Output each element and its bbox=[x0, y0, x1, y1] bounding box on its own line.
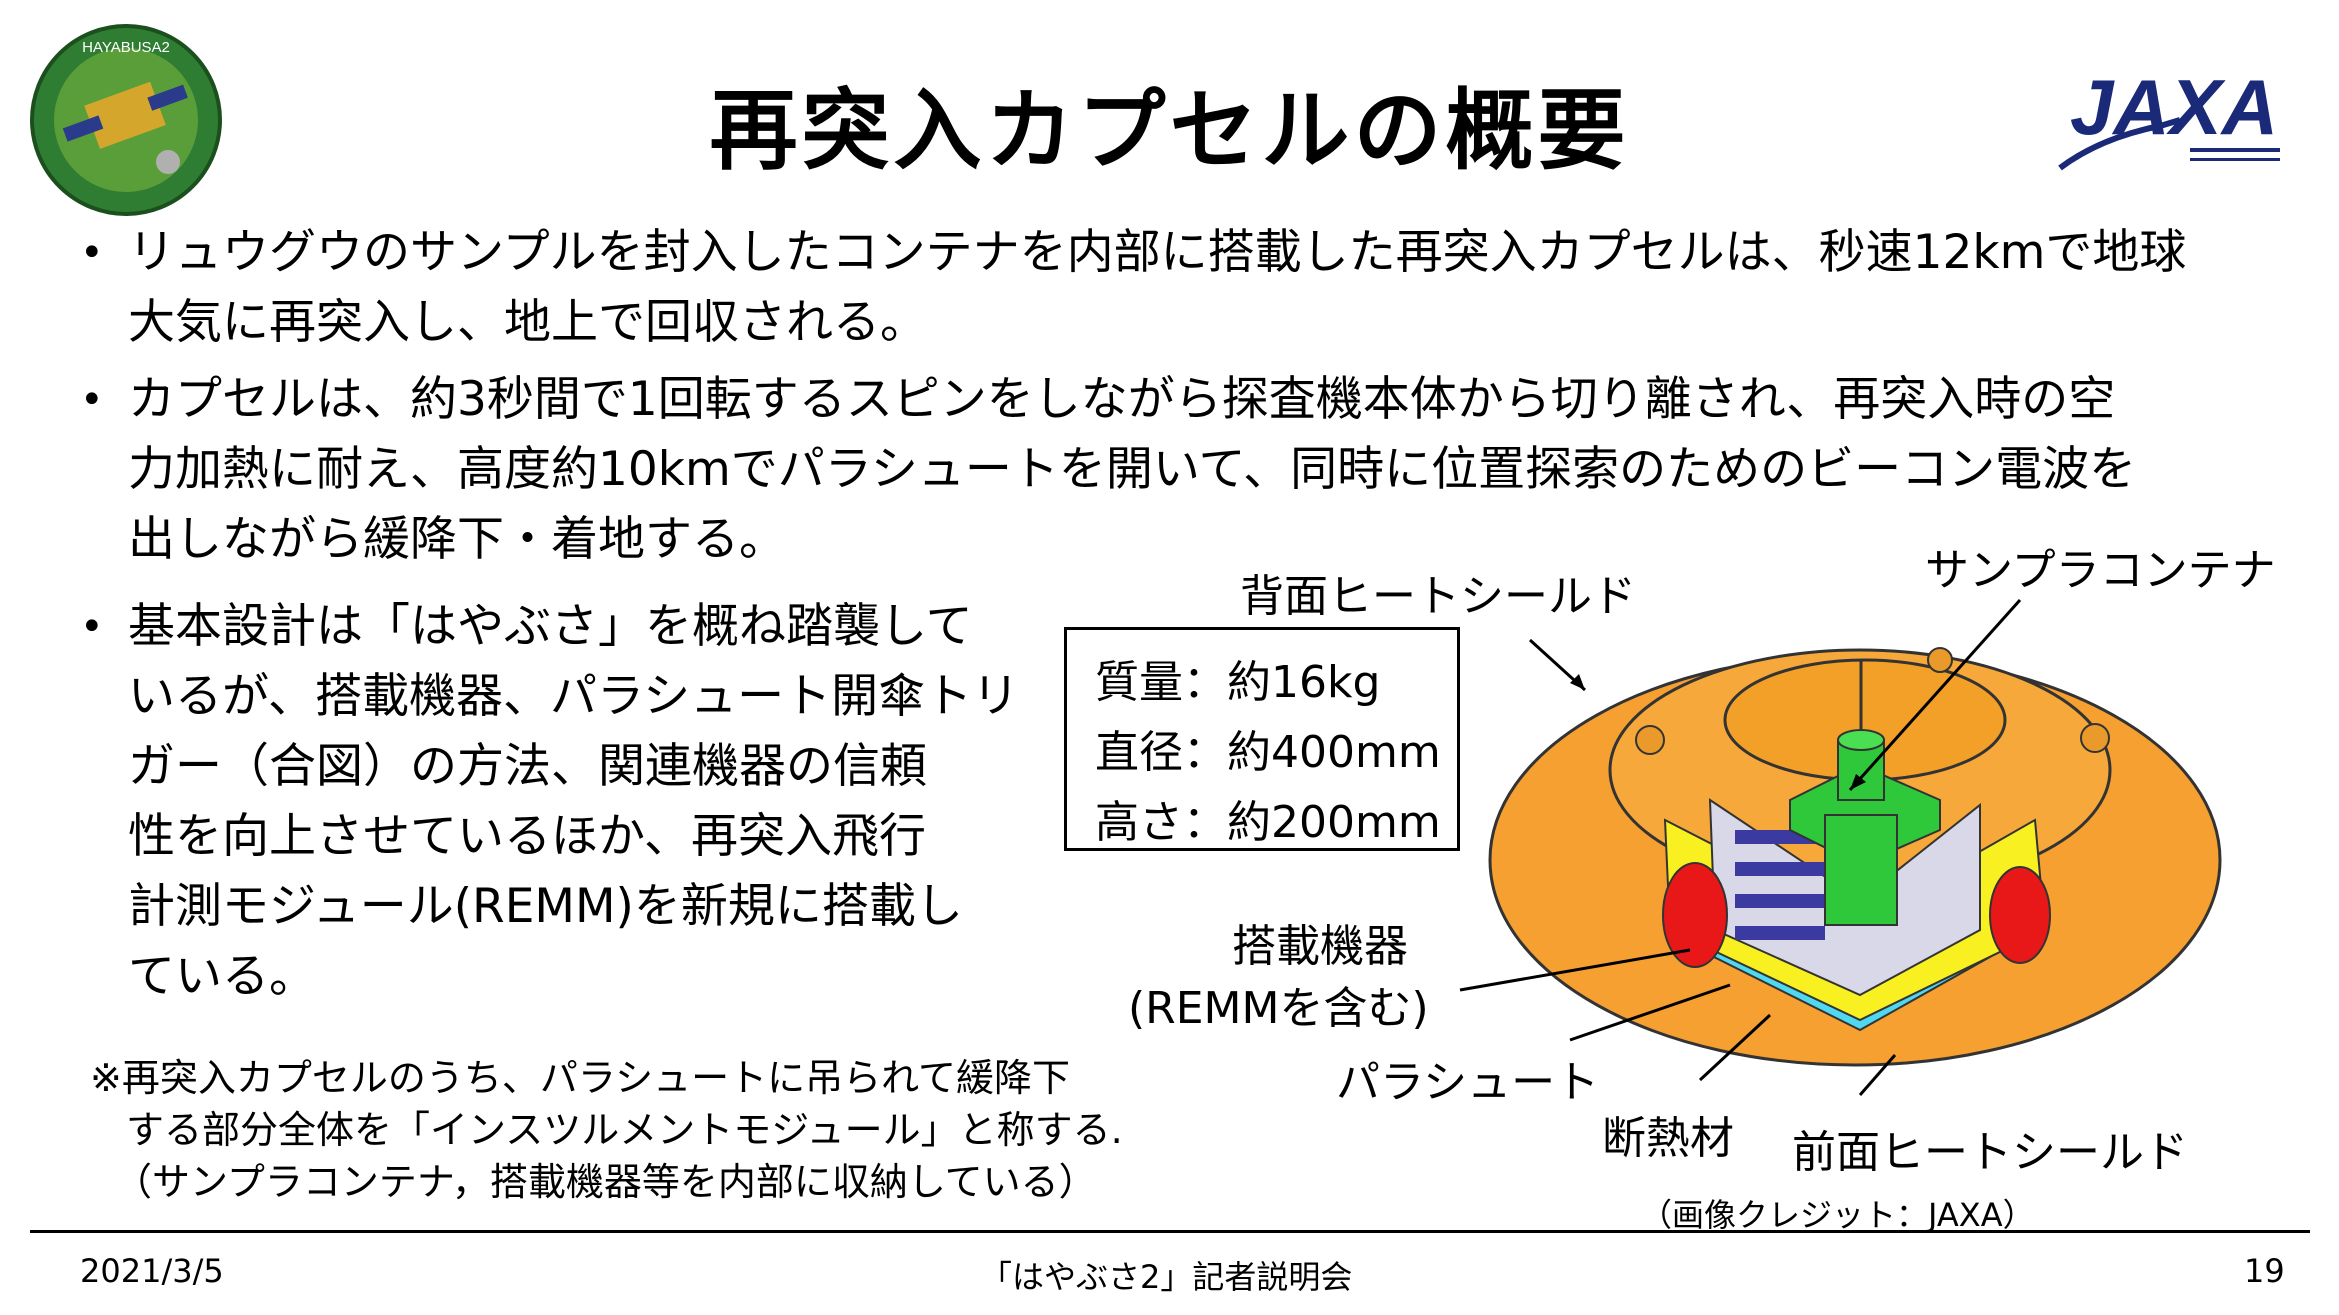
bullet-2: • カプセルは、約3秒間で1回転するスピンをしながら探査機本体から切り離され、再… bbox=[80, 365, 2137, 575]
footer-page-number: 19 bbox=[2244, 1252, 2285, 1290]
label-onboard-equipment-sub: (REMMを含む) bbox=[1128, 983, 1429, 1034]
image-credit: （画像クレジット：JAXA） bbox=[1640, 1196, 2035, 1234]
bullet-3-line: ている。 bbox=[128, 949, 316, 1004]
bullet-dot: • bbox=[80, 604, 104, 650]
bullet-3-line: ガー（合図）の方法、関連機器の信頼 bbox=[128, 739, 927, 794]
capsule-cutaway-diagram bbox=[1460, 600, 2240, 1120]
bullet-2-line: 力加熱に耐え、高度約10kmでパラシュートを開いて、同時に位置探索のためのビーコ… bbox=[128, 442, 2137, 497]
bullet-2-line: カプセルは、約3秒間で1回転するスピンをしながら探査機本体から切り離され、再突入… bbox=[128, 372, 2116, 427]
footnote-line: する部分全体を「インスツルメントモジュール」と称する. bbox=[126, 1108, 1123, 1152]
label-back-heat-shield: 背面ヒートシールド bbox=[1240, 571, 1636, 622]
bullet-1-line: 大気に再突入し、地上で回収される。 bbox=[128, 295, 927, 350]
svg-text:JAXA: JAXA bbox=[2070, 63, 2278, 151]
label-onboard-equipment: 搭載機器 bbox=[1232, 921, 1408, 972]
bullet-3-line: 計測モジュール(REMM)を新規に搭載し bbox=[128, 879, 963, 934]
spec-box: 質量：約16kg 直径：約400mm 高さ：約200mm bbox=[1064, 627, 1460, 851]
bullet-dot: • bbox=[80, 230, 104, 276]
bullet-1-line: リュウグウのサンプルを封入したコンテナを内部に搭載した再突入カプセルは、秒速12… bbox=[128, 225, 2187, 280]
bullet-dot: • bbox=[80, 377, 104, 423]
bullet-2-line: 出しながら緩降下・着地する。 bbox=[128, 512, 786, 567]
footnote: ※再突入カプセルのうち、パラシュートに吊られて緩降下 する部分全体を「インスツル… bbox=[90, 1052, 1123, 1208]
label-sample-container: サンプラコンテナ bbox=[1925, 545, 2276, 596]
spec-height: 高さ：約200mm bbox=[1095, 797, 1441, 848]
label-parachute: パラシュート bbox=[1336, 1057, 1600, 1108]
spec-mass: 質量：約16kg bbox=[1095, 657, 1381, 708]
label-insulation: 断熱材 bbox=[1602, 1113, 1734, 1164]
bullet-3: • 基本設計は「はやぶさ」を概ね踏襲して いるが、搭載機器、パラシュート開傘トリ… bbox=[80, 592, 1020, 1012]
bullet-3-line: いるが、搭載機器、パラシュート開傘トリ bbox=[128, 669, 1020, 724]
footer-divider bbox=[30, 1230, 2310, 1233]
footnote-line: （サンプラコンテナ，搭載機器等を内部に収納している） bbox=[114, 1160, 1097, 1204]
bullet-3-line: 性を向上させているほか、再突入飛行 bbox=[128, 809, 927, 864]
svg-text:HAYABUSA2: HAYABUSA2 bbox=[82, 39, 170, 56]
bullet-1: • リュウグウのサンプルを封入したコンテナを内部に搭載した再突入カプセルは、秒速… bbox=[80, 218, 2187, 358]
footer-date: 2021/3/5 bbox=[80, 1252, 224, 1290]
spec-diameter: 直径：約400mm bbox=[1095, 727, 1441, 778]
bullet-3-line: 基本設計は「はやぶさ」を概ね踏襲して bbox=[128, 599, 973, 654]
footnote-line: ※再突入カプセルのうち、パラシュートに吊られて緩降下 bbox=[90, 1056, 1070, 1100]
footer-event: 「はやぶさ2」記者説明会 bbox=[980, 1258, 1353, 1296]
hayabusa2-emblem-icon: HAYABUSA2 bbox=[28, 22, 224, 218]
label-front-heat-shield: 前面ヒートシールド bbox=[1792, 1127, 2188, 1178]
page-title: 再突入カプセルの概要 bbox=[709, 79, 1630, 182]
jaxa-logo-icon: JAXA bbox=[2040, 48, 2300, 188]
